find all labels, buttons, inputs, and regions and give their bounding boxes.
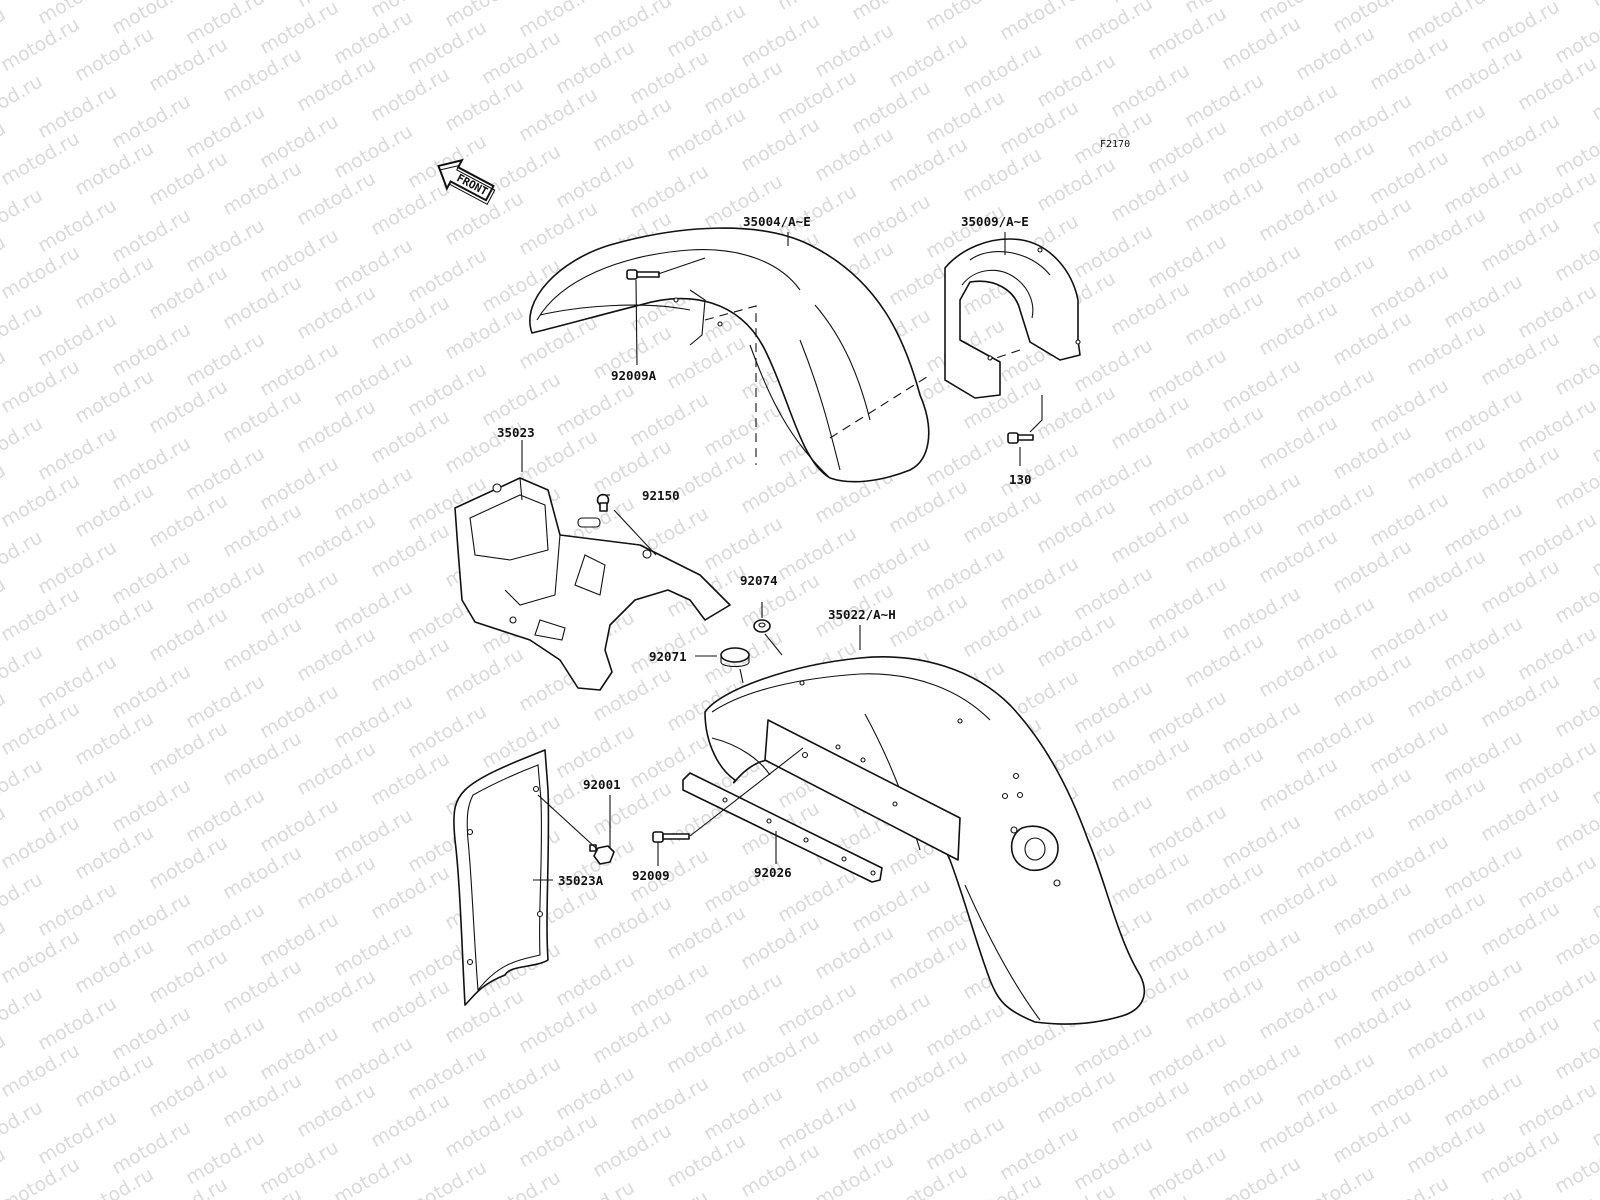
- label-92009: 92009: [632, 868, 670, 883]
- front-fender-part[interactable]: [529, 227, 930, 483]
- flap-part[interactable]: [453, 749, 550, 1006]
- bolt-92009-icon[interactable]: [652, 831, 690, 843]
- label-35022: 35022/A~H: [828, 607, 896, 622]
- label-92001: 92001: [583, 777, 621, 792]
- figure-code: F2170: [1100, 139, 1130, 150]
- nut-92150-icon[interactable]: [596, 493, 610, 512]
- label-130: 130: [1009, 472, 1032, 487]
- bolt-92009a-icon[interactable]: [626, 269, 660, 280]
- label-35004: 35004/A~E: [743, 214, 811, 229]
- label-92150: 92150: [642, 488, 680, 503]
- label-92074: 92074: [740, 573, 778, 588]
- label-92071: 92071: [649, 649, 687, 664]
- label-35023: 35023: [497, 425, 535, 440]
- plate-92026-part[interactable]: [682, 772, 883, 883]
- label-35009: 35009/A~E: [961, 214, 1029, 229]
- front-arrow-icon: FRONT: [437, 158, 496, 205]
- bolt-130-icon[interactable]: [1007, 432, 1034, 444]
- damper-92071-icon[interactable]: [720, 647, 750, 668]
- bracket-part[interactable]: [454, 477, 731, 691]
- label-92026: 92026: [754, 865, 792, 880]
- rear-fender-part[interactable]: [704, 656, 1146, 1025]
- label-92009a: 92009A: [611, 368, 657, 383]
- rear-cover-part[interactable]: [944, 238, 1081, 399]
- label-35023a: 35023A: [558, 873, 604, 888]
